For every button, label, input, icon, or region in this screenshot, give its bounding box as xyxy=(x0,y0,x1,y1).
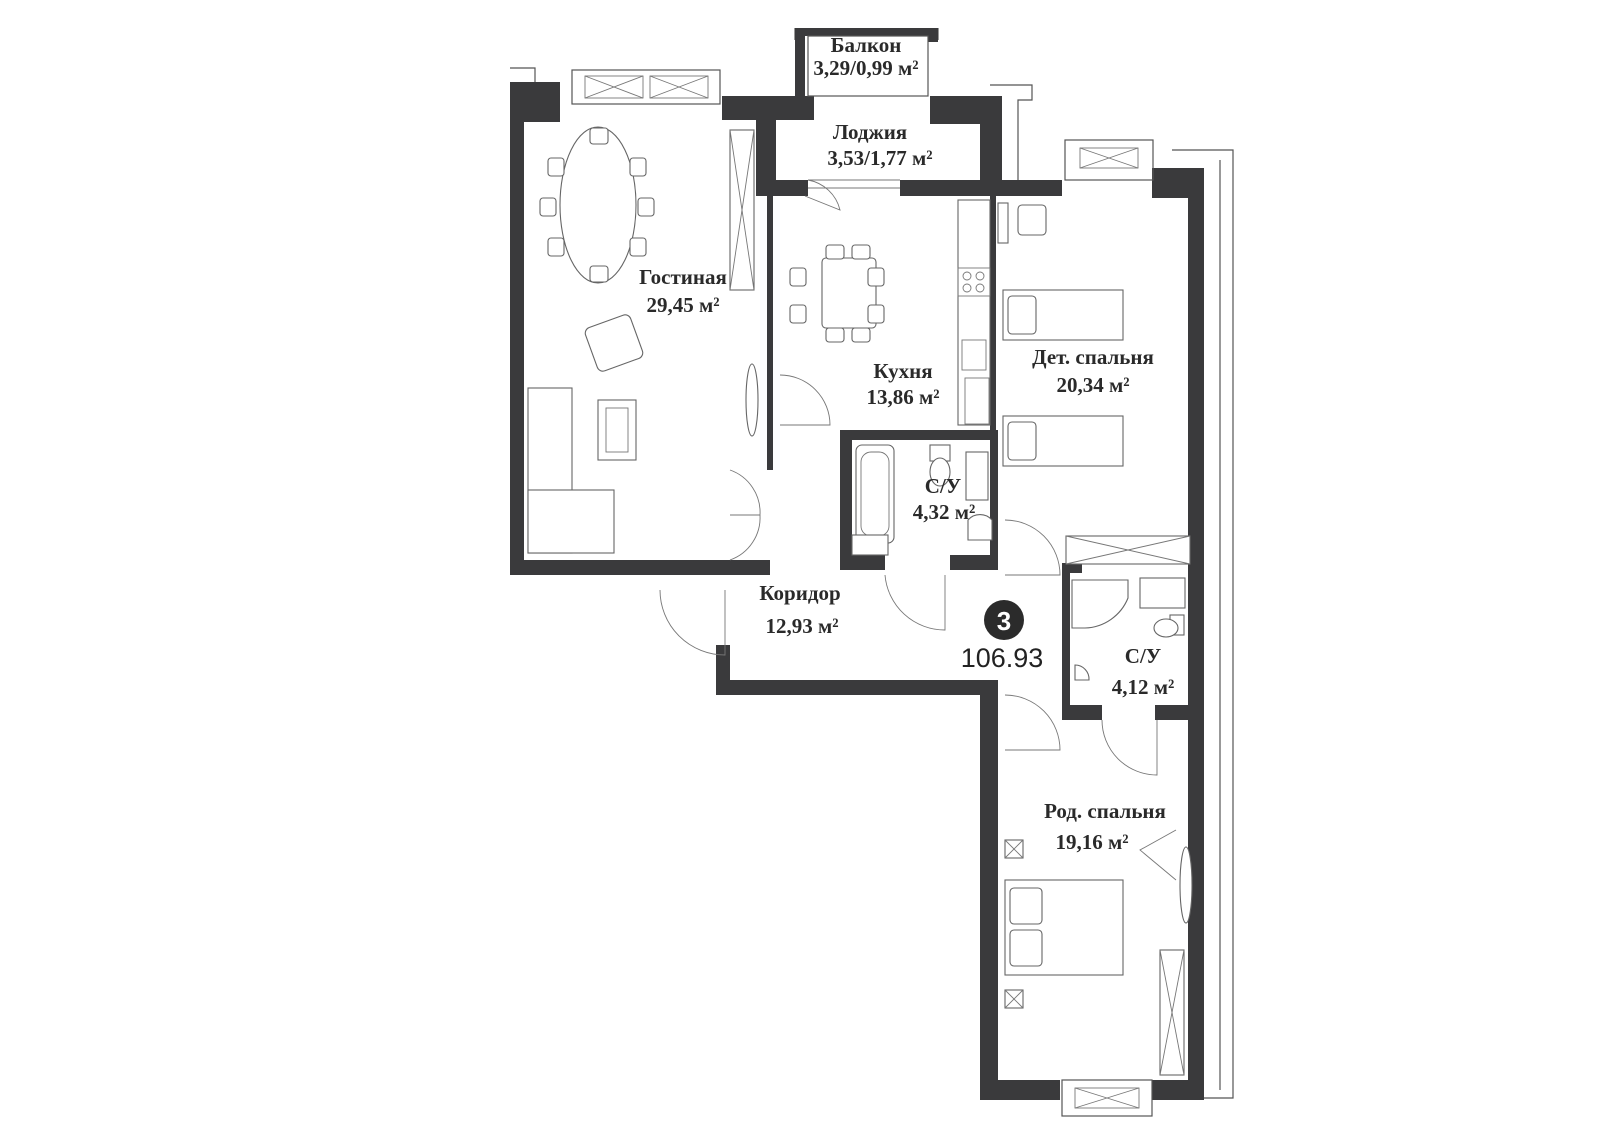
total-area: 106.93 xyxy=(961,643,1044,673)
kids-bedroom-area: 20,34 м² xyxy=(1056,373,1129,397)
bathroom1-furniture xyxy=(851,444,993,556)
kitchen-name: Кухня xyxy=(873,359,932,383)
balcony-area: 3,29/0,99 м² xyxy=(813,56,918,80)
doors xyxy=(659,179,1177,881)
living-area: 29,45 м² xyxy=(646,293,719,317)
kids-furniture xyxy=(997,202,1191,565)
corridor-name: Коридор xyxy=(759,581,840,605)
master-bedroom-name: Род. спальня xyxy=(1044,799,1166,823)
living-name: Гостиная xyxy=(639,265,727,289)
walls xyxy=(510,28,1204,1100)
master-furniture xyxy=(1004,839,1193,1076)
loggia-area: 3,53/1,77 м² xyxy=(827,146,932,170)
kitchen-furniture xyxy=(789,199,991,426)
living-furniture xyxy=(527,126,759,554)
bathroom1-name: С/У xyxy=(925,474,961,498)
bathroom1-area: 4,32 м² xyxy=(913,500,976,524)
kitchen-area: 13,86 м² xyxy=(866,385,939,409)
bathroom2-furniture xyxy=(1071,577,1186,681)
windows xyxy=(571,35,1154,1117)
rooms-count-badge xyxy=(984,600,1024,640)
balcony-name: Балкон xyxy=(831,33,902,57)
rooms-count: 3 xyxy=(997,606,1011,636)
room-labels: Балкон 3,29/0,99 м² Лоджия 3,53/1,77 м² … xyxy=(639,33,1174,854)
loggia-name: Лоджия xyxy=(833,120,907,144)
corridor-area: 12,93 м² xyxy=(765,614,838,638)
master-bedroom-area: 19,16 м² xyxy=(1055,830,1128,854)
bathroom2-name: С/У xyxy=(1125,644,1161,668)
bathroom2-area: 4,12 м² xyxy=(1112,675,1175,699)
apartment-summary: 3 106.93 xyxy=(961,600,1044,673)
kids-bedroom-name: Дет. спальня xyxy=(1032,345,1154,369)
